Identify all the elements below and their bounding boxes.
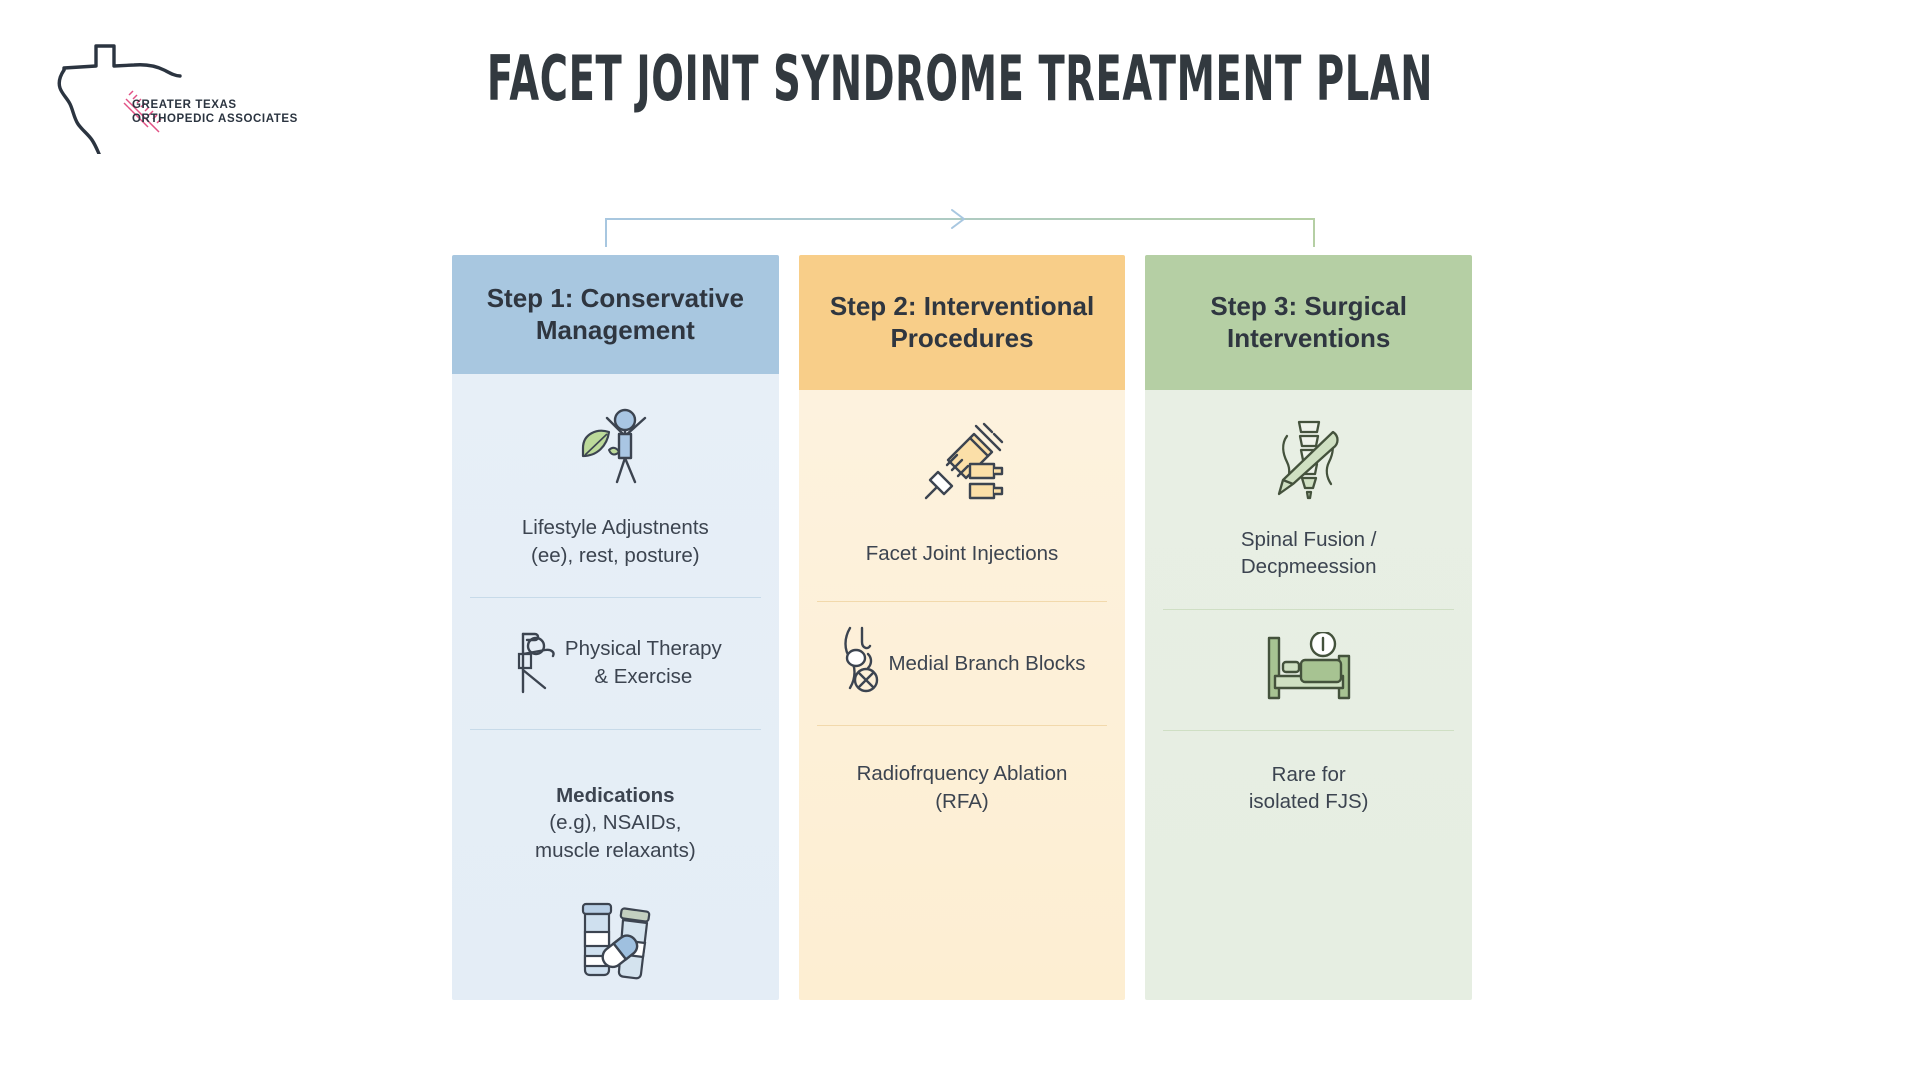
stretching-person-icon-block <box>509 624 571 701</box>
page-title: FACET JOINT SYNDROME TREATMENT PLAN <box>486 42 1434 115</box>
step-2-item-3-text: Radiofrquency Ablation (RFA) <box>856 762 1068 813</box>
syringe-with-vials-icon-block <box>914 416 1010 504</box>
step-3-header: Step 3: Surgical Interventions <box>1145 255 1473 390</box>
hospital-bed-icon-block <box>1261 631 1357 706</box>
step-3-divider-2 <box>1163 729 1455 731</box>
step-2-item-2-text: Medial Branch Blocks <box>888 652 1086 676</box>
step-column-2[interactable]: Step 2: Interventional Procedures <box>798 255 1126 1000</box>
step-2-header: Step 2: Interventional Procedures <box>798 255 1126 390</box>
step-1-divider-1 <box>470 597 761 599</box>
spine-with-scalpel-icon-block <box>1263 414 1355 502</box>
spine-with-scalpel-icon <box>1277 420 1339 500</box>
texas-outline-with-spine-icon <box>57 44 182 158</box>
step-1-item-2: Physical Therapy & Exercise <box>470 624 761 701</box>
progression-connector <box>600 205 1320 253</box>
progression-arrow-icon <box>605 209 1315 247</box>
step-2-item-2: Medial Branch Blocks <box>817 624 1108 703</box>
step-1-item-1-text: Lifestyle Adjustnents (ee), rest, postur… <box>521 516 709 567</box>
person-with-leaf-icon <box>582 408 647 484</box>
step-3-item-1-text: Spinal Fusion / Decpmeession <box>1240 528 1377 579</box>
step-2-body: Facet Joint Injections Medial Br <box>798 390 1126 1000</box>
step-2-item-1-text: Facet Joint Injections <box>865 542 1059 565</box>
step-3-divider-1 <box>1163 608 1455 610</box>
hospital-bed-icon <box>1267 631 1350 700</box>
step-1-divider-2 <box>470 729 761 731</box>
medicine-bottles-icon-block <box>569 898 661 980</box>
step-2-divider-1 <box>816 601 1108 603</box>
step-1-item-3-text: (e.g), NSAIDs, muscle relaxants) <box>535 811 696 862</box>
stretching-person-icon <box>517 632 555 694</box>
step-3-body: Spinal Fusion / Decpmeession <box>1145 390 1473 1000</box>
step-1-item-3-lead: Medications <box>556 783 675 807</box>
brand-line-2: ORTHOPEDIC ASSOCIATES <box>132 113 298 126</box>
nerve-block-joint-icon-block <box>838 624 894 703</box>
step-column-1[interactable]: Step 1: Conservative Management Lifesty <box>452 255 779 1000</box>
medicine-bottles-icon <box>582 902 651 980</box>
brand-logo: GREATER TEXAS ORTHOPEDIC ASSOCIATES <box>34 24 297 158</box>
brand-logo-text: GREATER TEXAS ORTHOPEDIC ASSOCIATES <box>132 98 298 126</box>
nerve-block-joint-icon <box>844 627 879 693</box>
step-2-divider-2 <box>816 725 1108 727</box>
step-1-item-3: Medications (e.g), NSAIDs, muscle relaxan… <box>535 754 696 864</box>
person-with-leaf-icon-block <box>567 400 663 488</box>
treatment-steps: Step 1: Conservative Management Lifesty <box>452 255 1473 1000</box>
step-1-header: Step 1: Conservative Management <box>452 255 779 375</box>
syringe-with-vials-icon <box>924 422 1004 500</box>
step-1-body: Lifestyle Adjustnents (ee), rest, postur… <box>452 374 779 1000</box>
step-3-item-2-text: Rare for isolated FJS) <box>1248 762 1369 814</box>
step-column-3[interactable]: Step 3: Surgical Interventions <box>1145 255 1473 1000</box>
brand-line-1: GREATER TEXAS <box>132 99 237 111</box>
step-1-item-2-text: Physical Therapy & Exercise <box>564 637 722 688</box>
